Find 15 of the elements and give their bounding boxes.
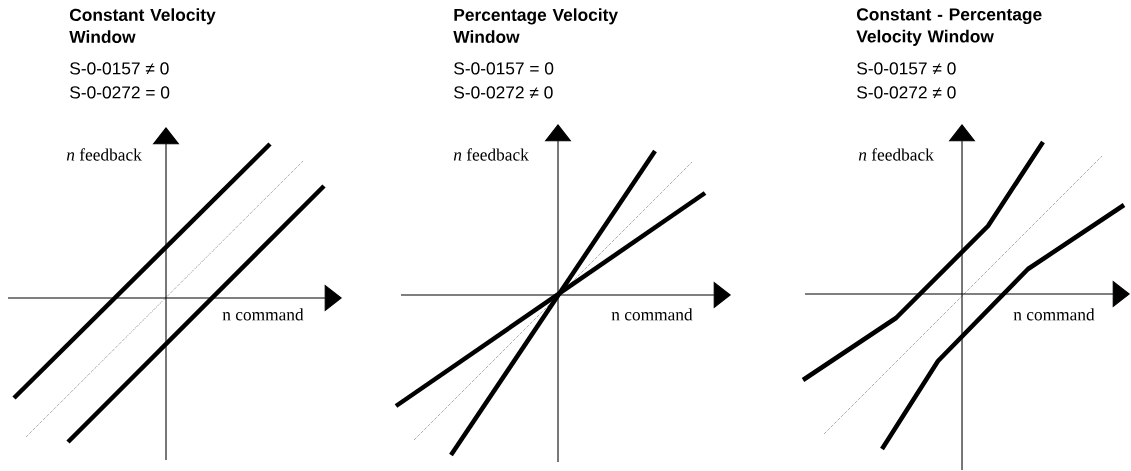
panel-heading: Constant - Percentage Velocity Window <box>856 8 1042 46</box>
axis-label: n feedback <box>66 148 142 161</box>
parameter-condition: S-0-0272 ≠ 0 <box>454 86 553 99</box>
axis-label: n feedback <box>453 148 529 161</box>
axis-label: n feedback <box>858 148 934 161</box>
axis-label: n command <box>222 308 304 321</box>
axis-label: n command <box>1013 308 1095 321</box>
parameter-condition: S-0-0157 ≠ 0 <box>70 62 169 75</box>
parameter-condition: S-0-0272 = 0 <box>70 86 170 99</box>
axis-label: n command <box>611 308 693 321</box>
parameter-condition: S-0-0157 = 0 <box>454 62 554 75</box>
panel-heading: Percentage Velocity Window <box>453 8 618 43</box>
parameter-condition: S-0-0157 ≠ 0 <box>857 62 956 75</box>
panel-heading: Constant Velocity Window <box>69 8 216 43</box>
parameter-condition: S-0-0272 ≠ 0 <box>857 86 956 99</box>
